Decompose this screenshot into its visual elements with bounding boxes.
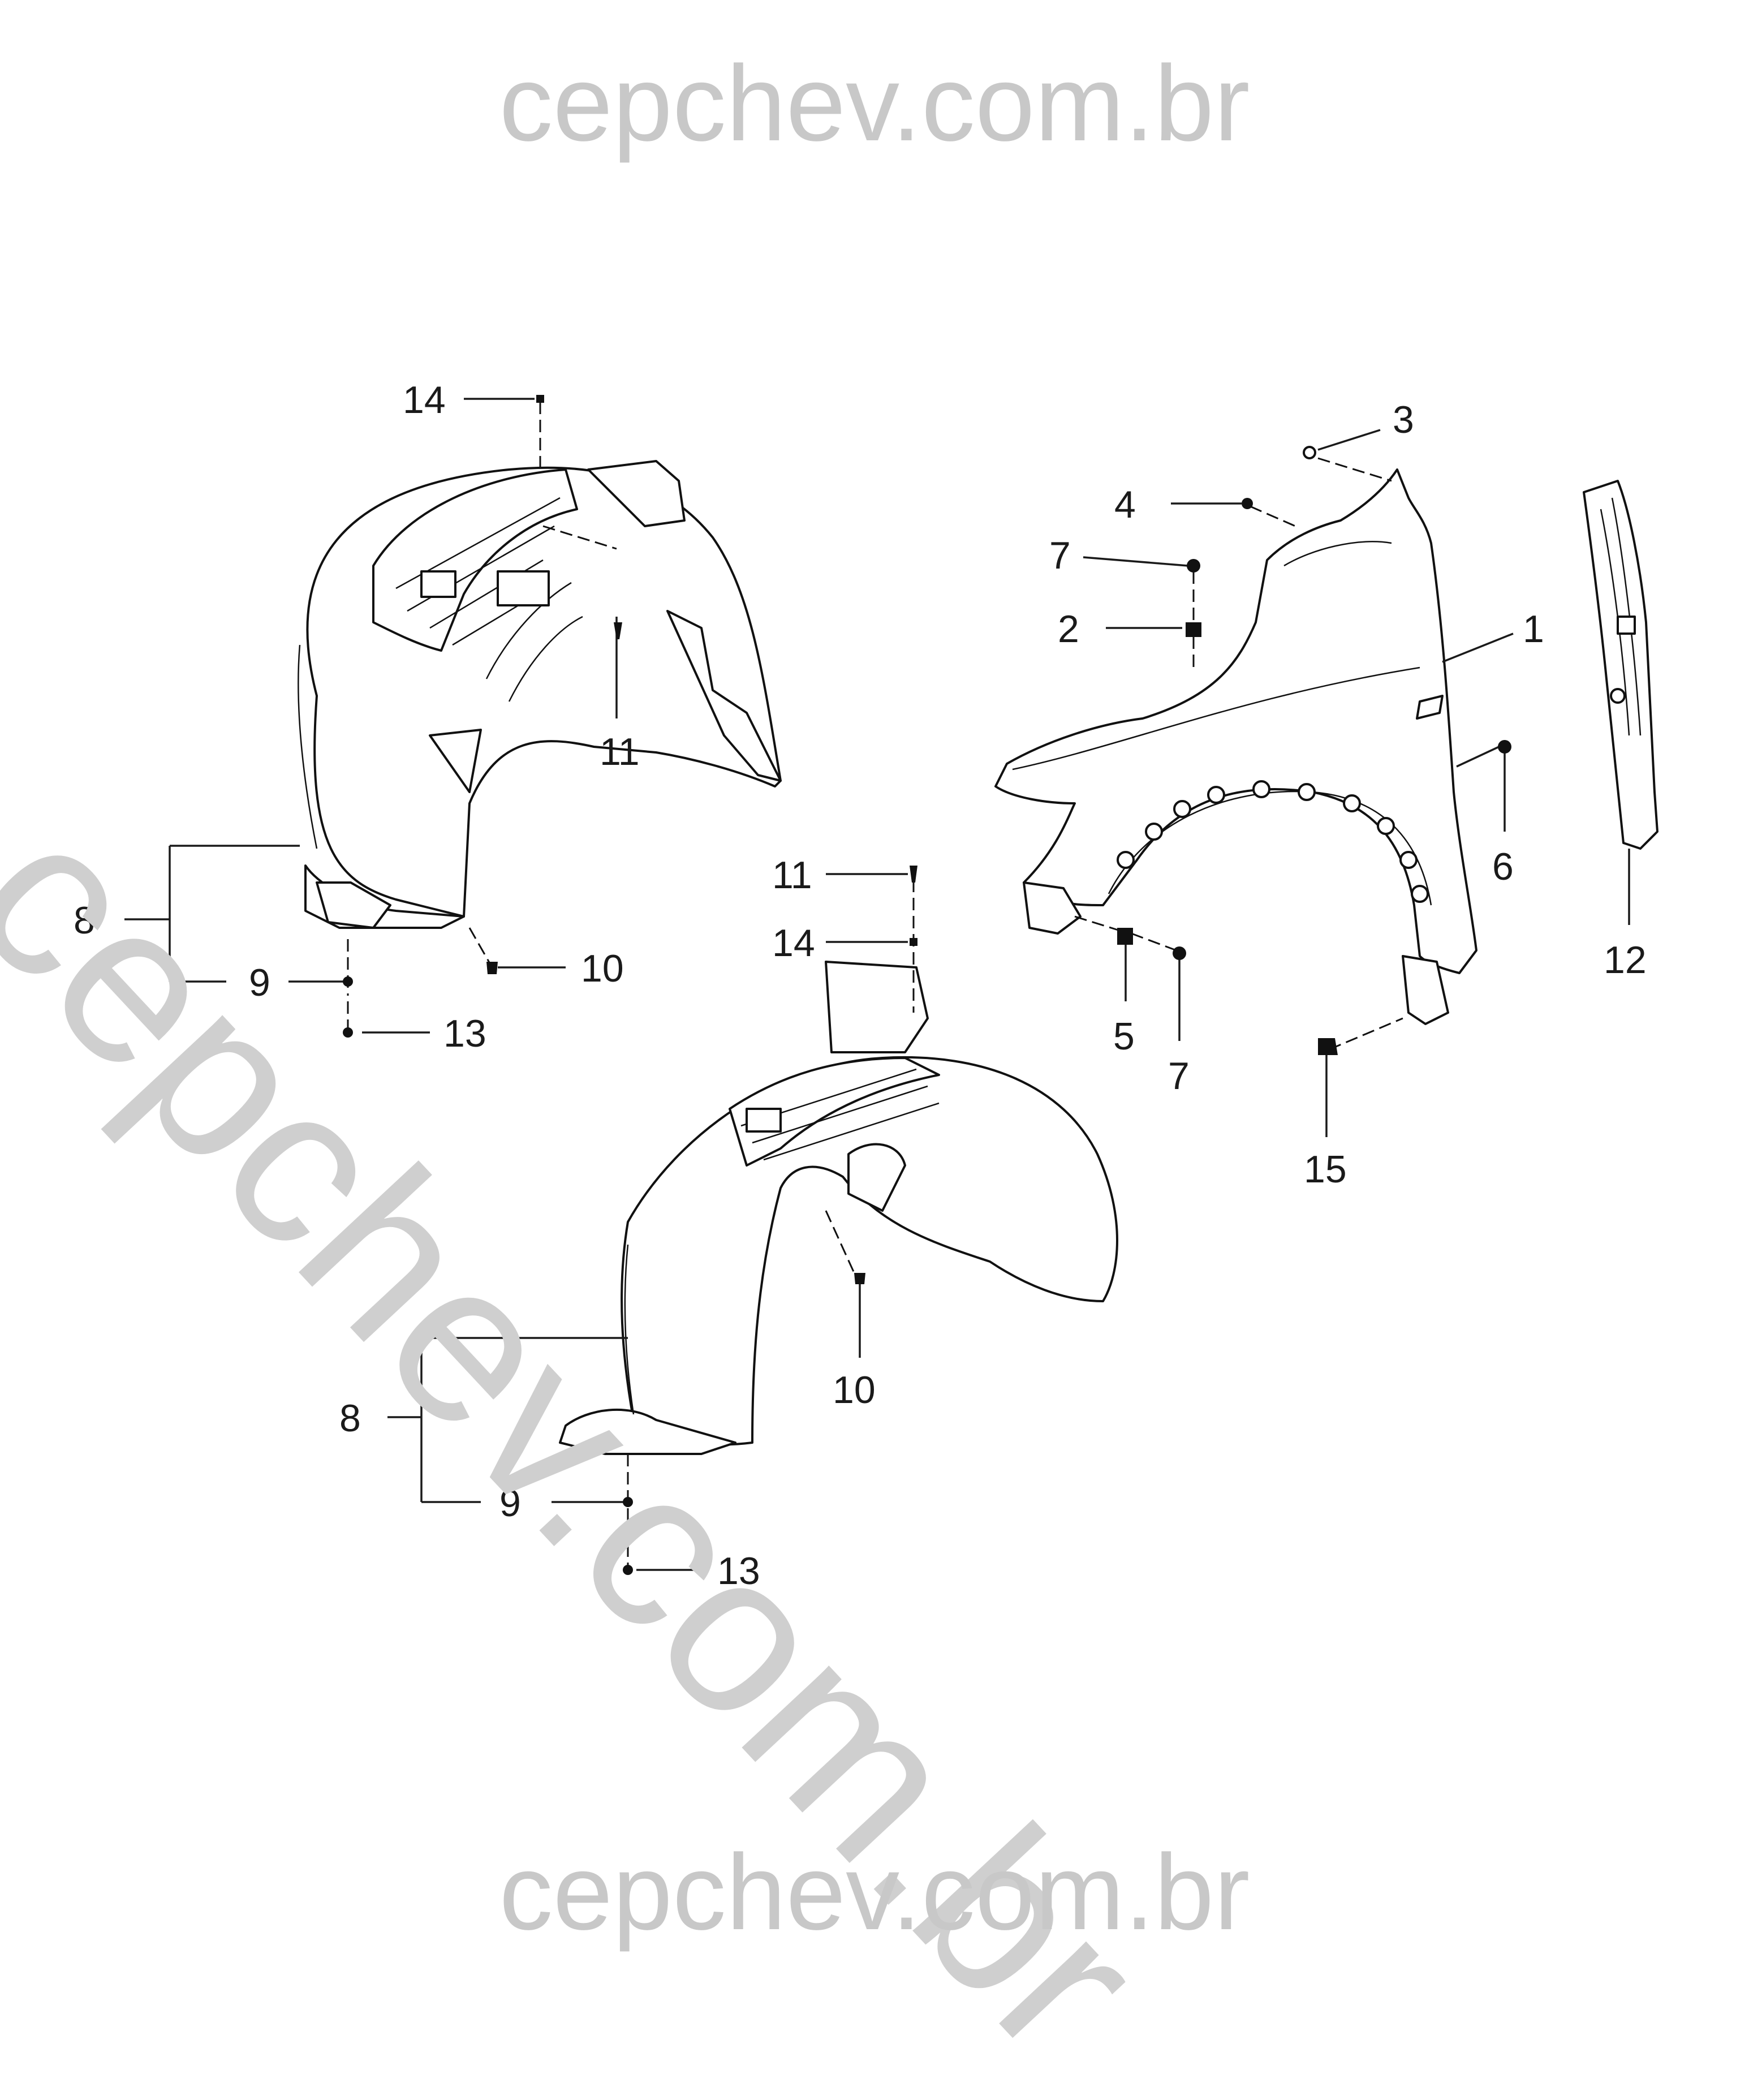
callout-8-upper: 8 xyxy=(74,899,95,942)
callout-labels: 14 11 8 9 10 13 11 14 10 8 9 13 3 4 7 2 … xyxy=(74,378,1647,1593)
wheel-liner-lower xyxy=(559,961,1118,1455)
callout-9-upper: 9 xyxy=(249,961,270,1004)
callout-2: 2 xyxy=(1058,608,1079,651)
callout-8-lower: 8 xyxy=(339,1397,361,1440)
callout-7-lower: 7 xyxy=(1168,1055,1190,1098)
leader-lines xyxy=(124,398,1630,1571)
callout-11-upper: 11 xyxy=(600,730,640,773)
callout-12: 12 xyxy=(1604,939,1647,982)
callout-13-lower: 13 xyxy=(717,1550,760,1593)
callout-13-upper: 13 xyxy=(443,1012,486,1055)
fender-clip-holes xyxy=(1117,780,1429,903)
callout-14-upper: 14 xyxy=(403,378,446,421)
fender-bracket xyxy=(1583,480,1658,850)
fender xyxy=(994,468,1477,1025)
callout-3: 3 xyxy=(1393,398,1414,441)
callout-7-upper: 7 xyxy=(1049,534,1071,577)
watermark-top: cepchev.com.br xyxy=(499,44,1250,163)
wheel-liner-upper xyxy=(298,460,782,929)
callout-5: 5 xyxy=(1113,1015,1135,1058)
watermark-bottom: cepchev.com.br xyxy=(499,1832,1250,1952)
callout-1: 1 xyxy=(1523,608,1544,651)
callout-14-lower: 14 xyxy=(772,922,815,965)
callout-10-upper: 10 xyxy=(581,947,624,990)
callout-15: 15 xyxy=(1304,1148,1347,1191)
callout-6: 6 xyxy=(1492,845,1514,888)
callout-4: 4 xyxy=(1114,483,1136,526)
callout-10-lower: 10 xyxy=(833,1369,876,1412)
fasteners xyxy=(343,395,1511,1575)
exploded-parts-diagram: 14 11 8 9 10 13 11 14 10 8 9 13 3 4 7 2 … xyxy=(74,378,1658,1593)
callout-11-lower: 11 xyxy=(772,854,812,897)
callout-9-lower: 9 xyxy=(499,1482,521,1525)
